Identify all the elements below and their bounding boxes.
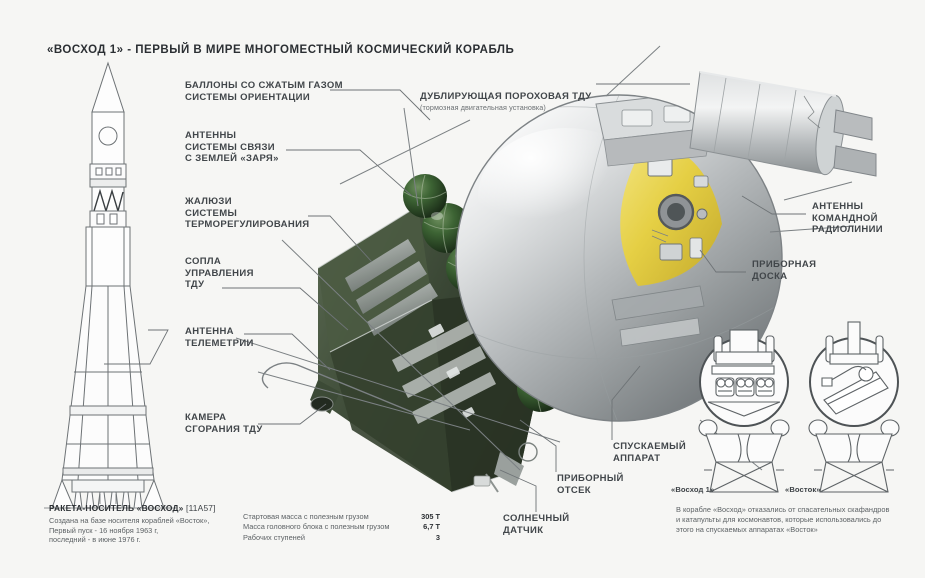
spec-value: 305 Т [421, 512, 440, 521]
launch-vehicle-drawing [44, 61, 176, 509]
capsule-voskhod-1 [698, 329, 790, 493]
callout-leaders [104, 83, 806, 512]
callout-backup-tdu-main: ДУБЛИРУЮЩАЯ ПОРОХОВАЯ ТДУ [420, 90, 592, 102]
capsule-comparison [698, 321, 900, 493]
callout-telemetry: АНТЕННА ТЕЛЕМЕТРИИ [185, 326, 254, 349]
spec-label: Рабочих ступеней [243, 532, 305, 542]
callout-tdu-nozzles: СОПЛА УПРАВЛЕНИЯ ТДУ [185, 256, 254, 291]
callout-instrument-bay: ПРИБОРНЫЙ ОТСЕК [557, 473, 624, 496]
specifications-table: Стартовая масса с полезным грузом 305 Т … [243, 512, 440, 543]
rocket-name: РАКЕТА-НОСИТЕЛЬ «ВОСХОД» [49, 503, 184, 513]
antenna-booms [235, 45, 855, 471]
rocket-description-line: последний - в июне 1976 г. [49, 535, 141, 545]
spec-value: 6,7 Т [423, 522, 440, 532]
backup-tdu-module [689, 71, 877, 177]
callout-louvers: ЖАЛЮЗИ СИСТЕМЫ ТЕРМОРЕГУЛИРОВАНИЯ [185, 196, 310, 231]
callout-backup-tdu-subtitle: (тормозная двигательная установка) [420, 103, 546, 113]
spec-label: Масса головного блока с полезным грузом [243, 522, 390, 532]
callout-tdu-chamber: КАМЕРА СГОРАНИЯ ТДУ [185, 412, 263, 435]
descent-module-sphere [455, 94, 783, 422]
capsule-vostok [808, 321, 900, 493]
spec-label: Стартовая масса с полезным грузом [243, 512, 369, 521]
rocket-name-line: РАКЕТА-НОСИТЕЛЬ «ВОСХОД» [11А57] [49, 503, 239, 513]
rocket-description-line: Первый пуск - 16 ноября 1963 г, [49, 525, 159, 535]
callout-zarya-antennas: АНТЕННЫ СИСТЕМЫ СВЯЗИ С ЗЕМЛЕЙ «ЗАРЯ» [185, 130, 279, 165]
capsule-label-voskhod-1: «Восход 1» [671, 485, 715, 494]
rocket-index: [11А57] [186, 503, 216, 513]
callout-instrument-board: ПРИБОРНАЯ ДОСКА [752, 259, 817, 282]
instrument-board-area [620, 138, 722, 286]
callout-command-radio: АНТЕННЫ КОМАНДНОЙ РАДИОЛИНИИ [812, 201, 883, 236]
callout-backup-tdu: ДУБЛИРУЮЩАЯ ПОРОХОВАЯ ТДУ (тормозная дви… [420, 79, 592, 124]
spec-row: Стартовая масса с полезным грузом 305 Т [243, 512, 440, 522]
rocket-description-line: Создана на базе носителя кораблей «Восто… [49, 516, 210, 525]
rocket-caption: РАКЕТА-НОСИТЕЛЬ «ВОСХОД» [11А57] Создана… [49, 503, 239, 545]
page-title: «ВОСХОД 1» - ПЕРВЫЙ В МИРЕ МНОГОМЕСТНЫЙ … [47, 44, 515, 56]
tdu-nozzle-cluster [833, 109, 877, 177]
spec-value: 3 [435, 532, 440, 542]
capsule-label-vostok: «Восток» [785, 485, 821, 494]
callout-gas-tanks: БАЛЛОНЫ СО СЖАТЫМ ГАЗОМ СИСТЕМЫ ОРИЕНТАЦ… [185, 80, 343, 103]
rocket-description: Создана на базе носителя кораблей «Восто… [49, 516, 239, 545]
callout-descent-module: СПУСКАЕМЫЙ АППАРАТ [613, 441, 686, 464]
spec-row: Масса головного блока с полезным грузом … [243, 522, 440, 532]
callout-sun-sensor: СОЛНЕЧНЫЙ ДАТЧИК [503, 513, 570, 536]
spec-row: Рабочих ступеней 3 [243, 533, 440, 543]
footnote-text: В корабле «Восход» отказались от спасате… [676, 505, 890, 535]
